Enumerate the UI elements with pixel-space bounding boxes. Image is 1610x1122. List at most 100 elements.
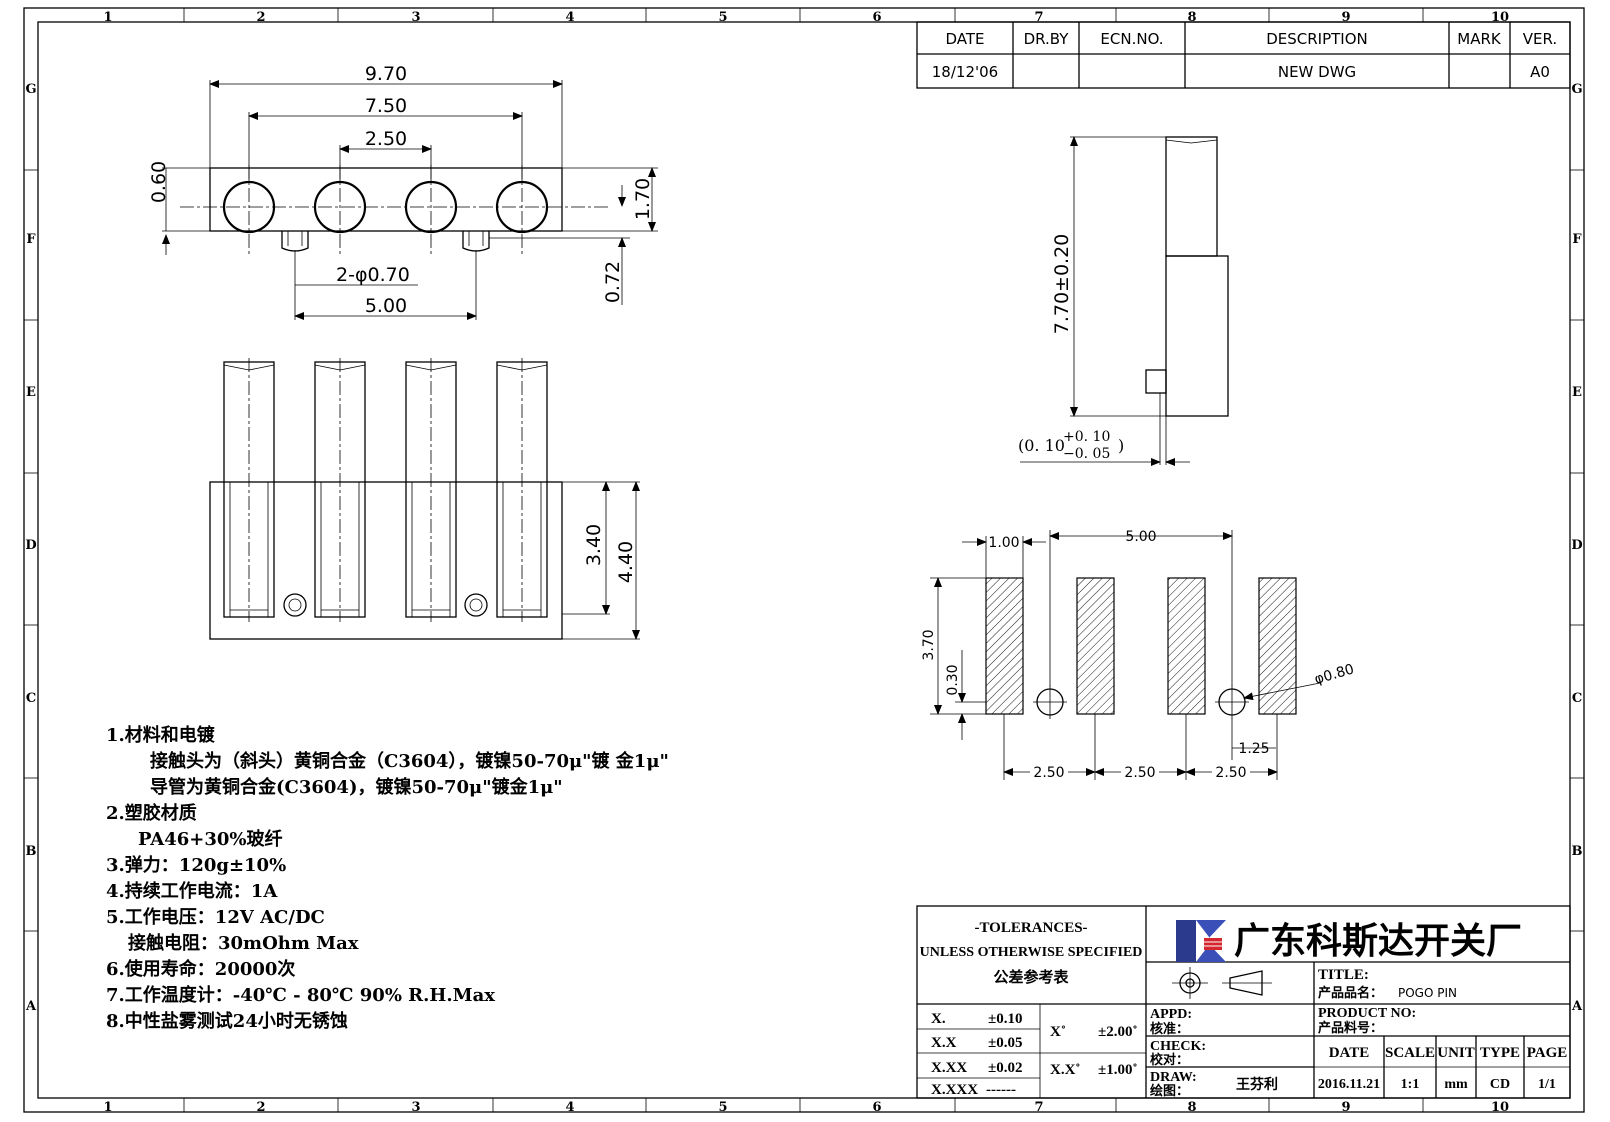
zone-row-label: E — [1572, 385, 1582, 400]
top-view: 9.70 7.50 2.50 0.60 1.70 0.72 2-φ0.70 — [148, 63, 658, 320]
zone-col-label: 10 — [1491, 10, 1509, 25]
zone-row-label: G — [1571, 82, 1582, 97]
note-line: 4.持续工作电流：1A — [106, 880, 278, 902]
zone-row-label: F — [1572, 232, 1582, 247]
zone-row-label: B — [26, 844, 37, 859]
dim-0-60: 0.60 — [148, 161, 170, 203]
dim-fp-5-00: 5.00 — [1125, 529, 1156, 545]
zone-col-label: 10 — [1491, 1100, 1509, 1115]
rev-header-drby: DR.BY — [1024, 30, 1070, 48]
zone-col-label: 3 — [411, 1100, 420, 1115]
note-line: 导管为黄铜合金(C3604)，镀镍50-70μ"镀金1μ" — [150, 776, 563, 798]
dim-5-00: 5.00 — [365, 295, 407, 317]
angle-key: X˚ — [1050, 1024, 1066, 1040]
technical-notes: 1.材料和电镀 接触头为（斜头）黄铜合金（C3604），镀镍50-70μ"镀 金… — [106, 724, 669, 1032]
angle-value: ±2.00˚ — [1098, 1024, 1137, 1040]
info-page-value: 1/1 — [1538, 1077, 1556, 1092]
note-line: 7.工作温度计：-40℃ - 80℃ 90% R.H.Max — [106, 984, 495, 1006]
company-logo — [1176, 920, 1226, 962]
zone-col-label: 5 — [718, 1100, 727, 1115]
note-line: 6.使用寿命：20000次 — [106, 958, 295, 980]
note-line: 2.塑胶材质 — [106, 802, 197, 824]
zone-col-label: 6 — [872, 1100, 881, 1115]
rev-description-value: NEW DWG — [1278, 63, 1356, 81]
zone-row-label: A — [25, 999, 37, 1014]
zone-row-label: F — [26, 232, 36, 247]
zone-col-label: 9 — [1341, 1100, 1350, 1115]
title-label: TITLE: — [1318, 967, 1369, 983]
rev-date-value: 18/12'06 — [932, 63, 998, 81]
tol-value: ±0.05 — [988, 1035, 1022, 1051]
info-type-value: CD — [1490, 1077, 1510, 1092]
zone-col-label: 5 — [718, 10, 727, 25]
info-header-scale: SCALE — [1385, 1045, 1435, 1061]
dim-gap-plus: +0. 10 — [1063, 429, 1110, 445]
title-cn-label: 产品品名： — [1318, 985, 1383, 1001]
side-view: 7.70±0.20 (0. 10 +0. 10 −0. 05 ) — [1018, 136, 1229, 466]
zone-col-label: 9 — [1341, 10, 1350, 25]
info-scale-value: 1:1 — [1401, 1077, 1420, 1092]
revision-table: DATE DR.BY ECN.NO. DESCRIPTION MARK VER.… — [916, 21, 1571, 89]
zone-row-label: G — [25, 82, 36, 97]
tolerances-cn: 公差参考表 — [993, 968, 1069, 986]
dim-0-80: φ0.80 — [1313, 661, 1356, 688]
front-view: 3.40 4.40 — [209, 358, 640, 640]
check-label: CHECK: — [1150, 1039, 1206, 1054]
zone-row-label: C — [26, 691, 36, 706]
dim-4-40: 4.40 — [615, 541, 637, 583]
zone-col-label: 1 — [103, 1100, 112, 1115]
zone-row-label: C — [1572, 691, 1582, 706]
dim-pitch-3: 2.50 — [1215, 765, 1246, 781]
zone-col-label: 2 — [256, 1100, 265, 1115]
rev-ver-value: A0 — [1530, 63, 1550, 81]
rev-header-mark: MARK — [1457, 30, 1502, 48]
dim-1-70: 1.70 — [632, 178, 654, 220]
info-header-unit: UNIT — [1437, 1045, 1475, 1061]
dim-3-70: 3.70 — [921, 629, 937, 660]
drawer-name: 王芬利 — [1236, 1076, 1278, 1093]
dim-pitch-2: 2.50 — [1124, 765, 1155, 781]
tol-key: X.XXX — [931, 1082, 978, 1098]
draw-cn-label: 绘图： — [1150, 1083, 1189, 1099]
zone-col-label: 8 — [1187, 10, 1196, 25]
info-header-type: TYPE — [1480, 1045, 1520, 1061]
zone-col-label: 2 — [256, 10, 265, 25]
appd-label: APPD: — [1150, 1007, 1192, 1022]
zone-row-label: D — [1571, 538, 1582, 553]
note-line: 接触头为（斜头）黄铜合金（C3604），镀镍50-70μ"镀 金1μ" — [150, 750, 669, 772]
zone-col-label: 3 — [411, 10, 420, 25]
product-no-cn-label: 产品料号： — [1318, 1020, 1383, 1036]
dim-gap-minus: −0. 05 — [1063, 446, 1110, 462]
zone-col-label: 8 — [1187, 1100, 1196, 1115]
dim-9-70: 9.70 — [365, 63, 407, 85]
info-unit-value: mm — [1444, 1077, 1468, 1092]
appd-cn-label: 核准： — [1150, 1021, 1189, 1037]
note-line: 1.材料和电镀 — [106, 724, 216, 746]
projection-symbol — [1172, 967, 1272, 999]
zone-row-label: E — [26, 385, 36, 400]
zone-col-label: 4 — [565, 1100, 574, 1115]
rev-header-description: DESCRIPTION — [1266, 30, 1368, 48]
note-line: 8.中性盐雾测试24小时无锈蚀 — [106, 1010, 348, 1032]
tol-key: X.XX — [931, 1060, 967, 1076]
tolerances-subtitle: UNLESS OTHERWISE SPECIFIED — [920, 945, 1143, 960]
zone-col-label: 4 — [565, 10, 574, 25]
note-line: 接触电阻：30mOhm Max — [128, 932, 359, 954]
info-header-page: PAGE — [1527, 1045, 1568, 1061]
dim-length: 7.70±0.20 — [1051, 234, 1073, 335]
dim-0-72: 0.72 — [602, 261, 624, 303]
angle-value: ±1.00˚ — [1098, 1062, 1137, 1078]
note-line: 3.弹力：120g±10% — [106, 854, 286, 876]
tolerances-title: -TOLERANCES- — [974, 920, 1087, 936]
note-line: PA46+30%玻纤 — [138, 828, 282, 850]
zone-col-label: 6 — [872, 10, 881, 25]
rev-header-ecn: ECN.NO. — [1100, 30, 1163, 48]
zone-row-label: D — [25, 538, 36, 553]
company-name: 广东科斯达开关厂 — [1234, 920, 1522, 962]
dim-7-50: 7.50 — [365, 95, 407, 117]
zone-col-label: 7 — [1034, 10, 1043, 25]
tol-key: X.X — [931, 1035, 957, 1051]
zone-col-label: 7 — [1034, 1100, 1043, 1115]
